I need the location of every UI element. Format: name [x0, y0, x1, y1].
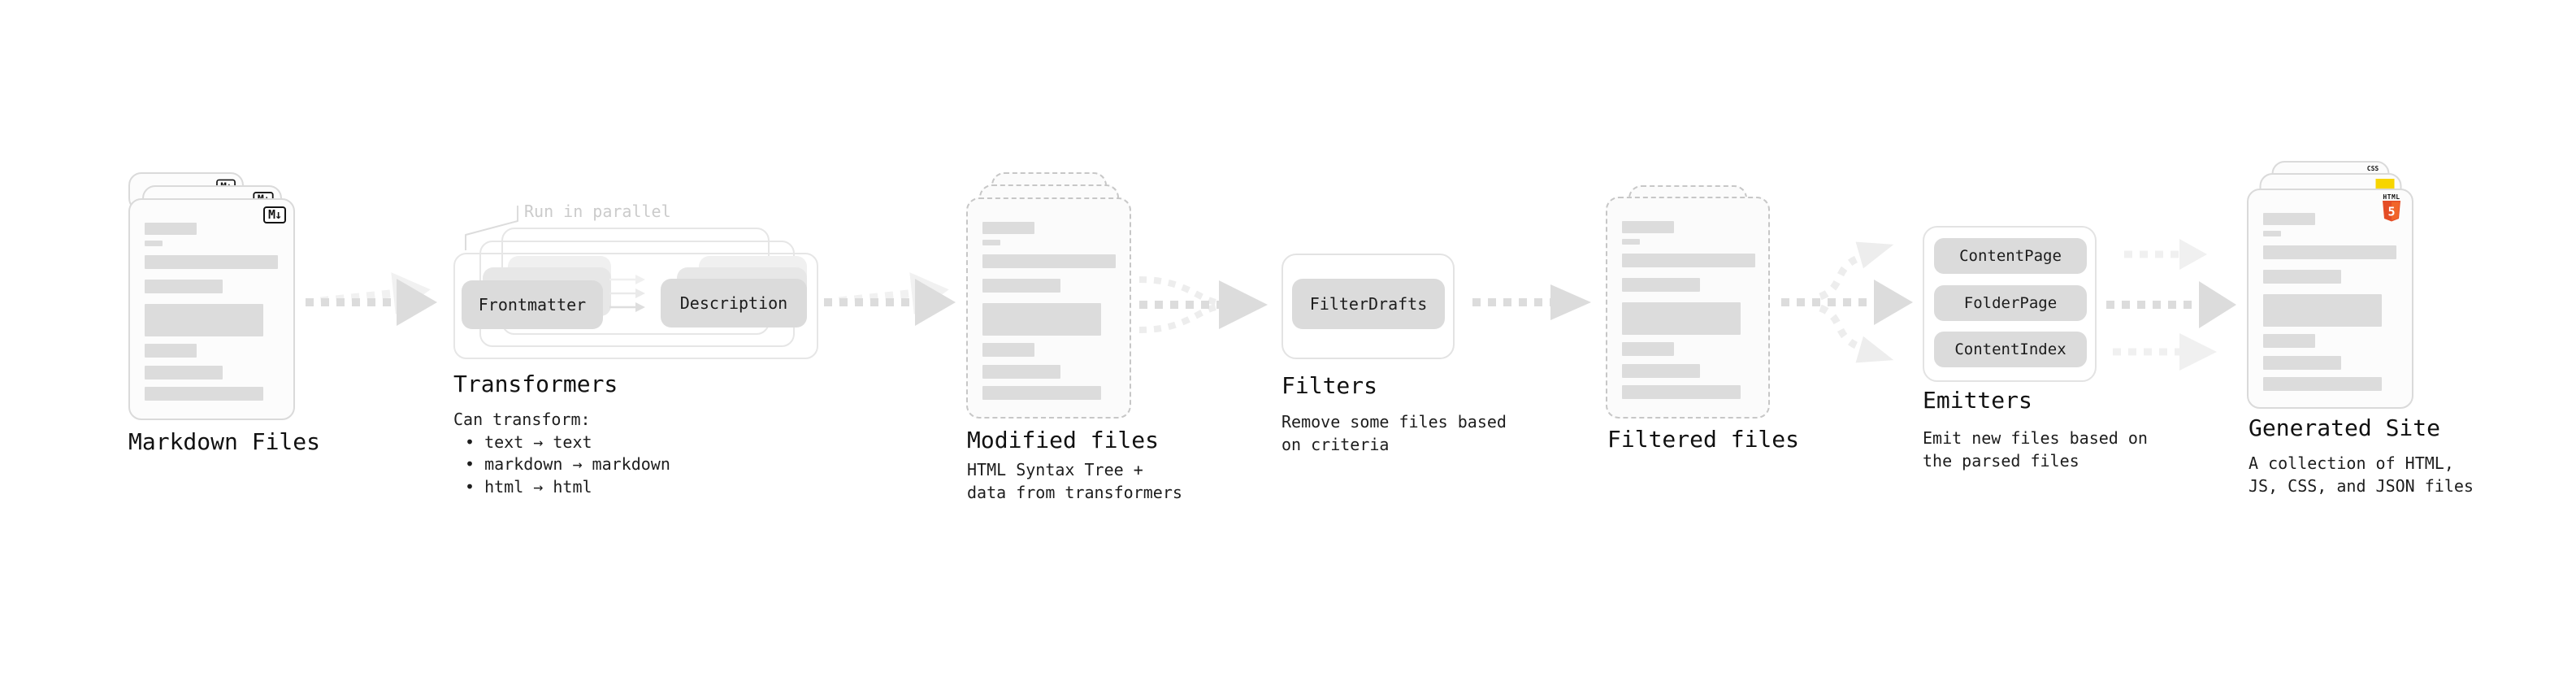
- placeholder-bar: [1622, 302, 1741, 335]
- placeholder-bar: [982, 343, 1034, 357]
- placeholder-bar: [1622, 342, 1674, 356]
- markdown-logo-icon: M↓: [262, 206, 286, 223]
- generated-site-stack: CSS HTML 5: [2247, 161, 2413, 409]
- html5-logo-icon: HTML 5: [2379, 193, 2404, 223]
- caption-bullet: • text → text: [465, 432, 592, 452]
- placeholder-bar: [145, 280, 223, 293]
- placeholder-bar: [2263, 270, 2341, 284]
- css-label: CSS: [2366, 165, 2379, 172]
- stage-title-modified-files: Modified files: [967, 427, 1160, 453]
- stage-title-generated-site: Generated Site: [2249, 414, 2441, 441]
- file-content-placeholder: [1622, 221, 1755, 399]
- stage-title-transformers: Transformers: [453, 371, 618, 397]
- emitters-caption: Emit new files based on the parsed files: [1923, 427, 2148, 472]
- file-card-front: M↓: [128, 198, 295, 420]
- placeholder-bar: [145, 223, 197, 235]
- file-content-placeholder: [982, 222, 1116, 400]
- placeholder-bar: [2263, 231, 2281, 236]
- generated-site-caption: A collection of HTML, JS, CSS, and JSON …: [2249, 453, 2474, 497]
- placeholder-bar: [145, 241, 163, 246]
- transformer-pill-frontmatter: Frontmatter: [462, 280, 603, 329]
- placeholder-bar: [1622, 239, 1640, 245]
- caption-line: A collection of HTML,: [2249, 453, 2454, 473]
- emitter-pill-contentindex: ContentIndex: [1934, 332, 2087, 367]
- stage-title-emitters: Emitters: [1923, 387, 2032, 414]
- transformer-run-frame-front: [453, 253, 818, 359]
- placeholder-bar: [982, 254, 1116, 268]
- placeholder-bar: [2263, 294, 2382, 327]
- placeholder-bar: [2263, 213, 2315, 225]
- arrow-filtered-to-emitters: [1781, 241, 1913, 363]
- stage-title-filters: Filters: [1281, 372, 1378, 399]
- caption-bullet: • html → html: [465, 476, 592, 497]
- caption-line: the parsed files: [1923, 450, 2079, 471]
- placeholder-bar: [2263, 245, 2396, 259]
- placeholder-bar: [145, 387, 263, 401]
- placeholder-bar: [2263, 377, 2382, 391]
- arrow-markdown-to-transformers: [306, 272, 437, 326]
- placeholder-bar: [1622, 364, 1700, 378]
- placeholder-bar: [982, 386, 1101, 400]
- markdown-files-stack: M↓ M↓ M↓: [128, 172, 295, 420]
- caption-line: JS, CSS, and JSON files: [2249, 475, 2474, 496]
- caption-line: Remove some files based: [1281, 412, 1507, 432]
- caption-line: on criteria: [1281, 434, 1390, 454]
- file-content-placeholder: [145, 223, 279, 401]
- arrow-filters-to-filtered: [1472, 284, 1591, 320]
- modified-files-caption: HTML Syntax Tree + data from transformer…: [967, 459, 1182, 504]
- filter-pill-filterdrafts: FilterDrafts: [1292, 279, 1445, 329]
- html-label: HTML: [2383, 193, 2400, 201]
- placeholder-bar: [145, 366, 223, 380]
- filtered-files-stack: [1606, 185, 1770, 419]
- html5-shield: 5: [2383, 201, 2400, 222]
- arrows-emitters-to-site: [2106, 239, 2236, 371]
- placeholder-bar: [982, 365, 1060, 379]
- caption-line: Emit new files based on: [1923, 428, 2148, 448]
- placeholder-bar: [982, 222, 1034, 234]
- file-card-front: [966, 197, 1131, 419]
- placeholder-bar: [145, 255, 278, 269]
- svg-text:5: 5: [2387, 205, 2395, 219]
- placeholder-bar: [1622, 385, 1741, 399]
- filters-caption: Remove some files based on criteria: [1281, 411, 1507, 456]
- emitter-pill-folderpage: FolderPage: [1934, 285, 2087, 321]
- file-content-placeholder: [2263, 213, 2397, 391]
- transformers-caption: Can transform: • text → text • markdown …: [453, 409, 670, 498]
- placeholder-bar: [2263, 334, 2315, 348]
- placeholder-bar: [145, 344, 197, 358]
- arrow-modified-to-filters: [1138, 276, 1268, 333]
- parallel-leader-line: [465, 206, 518, 250]
- caption-line: Can transform:: [453, 410, 591, 429]
- parallel-arrows-icon: [609, 275, 645, 312]
- placeholder-bar: [1622, 278, 1700, 292]
- placeholder-bar: [145, 304, 263, 336]
- caption-bullet: • markdown → markdown: [465, 454, 670, 474]
- modified-files-stack: [966, 172, 1131, 419]
- caption-line: data from transformers: [967, 482, 1182, 502]
- stage-title-markdown-files: Markdown Files: [128, 428, 321, 455]
- arrow-transformers-to-modified: [824, 272, 956, 326]
- emitter-pill-contentpage: ContentPage: [1934, 238, 2087, 274]
- js-file-icon: [2375, 179, 2394, 189]
- placeholder-bar: [982, 303, 1101, 336]
- placeholder-bar: [982, 240, 1000, 245]
- stage-title-filtered-files: Filtered files: [1607, 426, 1800, 453]
- placeholder-bar: [982, 279, 1060, 293]
- file-card-front: HTML 5: [2247, 189, 2413, 409]
- transformer-pill-description: Description: [661, 279, 807, 327]
- placeholder-bar: [2263, 356, 2341, 370]
- placeholder-bar: [1622, 254, 1755, 267]
- placeholder-bar: [1622, 221, 1674, 233]
- run-in-parallel-label: Run in parallel: [524, 202, 671, 221]
- caption-line: HTML Syntax Tree +: [967, 460, 1143, 479]
- file-card-front: [1606, 197, 1770, 419]
